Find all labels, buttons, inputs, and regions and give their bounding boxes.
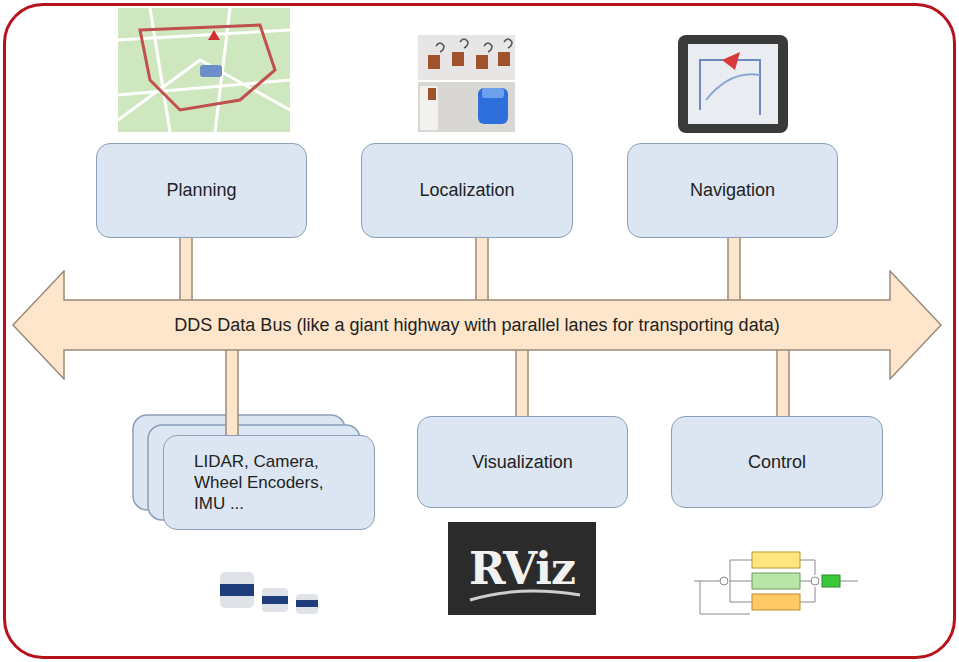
process-box: Localization [361, 143, 573, 238]
logo-background [448, 522, 596, 615]
control-picture [694, 552, 858, 614]
box-label: Navigation [690, 179, 775, 202]
map-picture [118, 8, 290, 132]
box-label: Planning [166, 179, 236, 202]
bus-connector [180, 237, 192, 301]
lidar-picture [220, 572, 318, 614]
logo-text: RViz [448, 522, 596, 615]
box-label: DDS Data Bus (like a giant highway with … [12, 270, 942, 380]
box-label: Localization [419, 179, 514, 202]
process-box: Planning [96, 143, 307, 238]
box-label: Control [748, 451, 806, 474]
navigation-picture [678, 35, 788, 133]
process-box: Visualization [417, 416, 628, 508]
bus-connector [226, 349, 238, 436]
bus-connector [516, 349, 528, 417]
data-bus-arrow: DDS Data Bus (like a giant highway with … [12, 270, 942, 380]
bus-connector [476, 237, 488, 301]
localization-picture [418, 35, 515, 132]
process-box: LIDAR, Camera, Wheel Encoders, IMU ... [163, 435, 375, 530]
box-label: LIDAR, Camera, Wheel Encoders, IMU ... [194, 451, 344, 515]
process-box: Navigation [627, 143, 838, 238]
bus-connector [728, 237, 740, 301]
process-box: Control [671, 416, 883, 508]
box-label: Visualization [472, 451, 573, 474]
bus-connector [777, 349, 789, 417]
